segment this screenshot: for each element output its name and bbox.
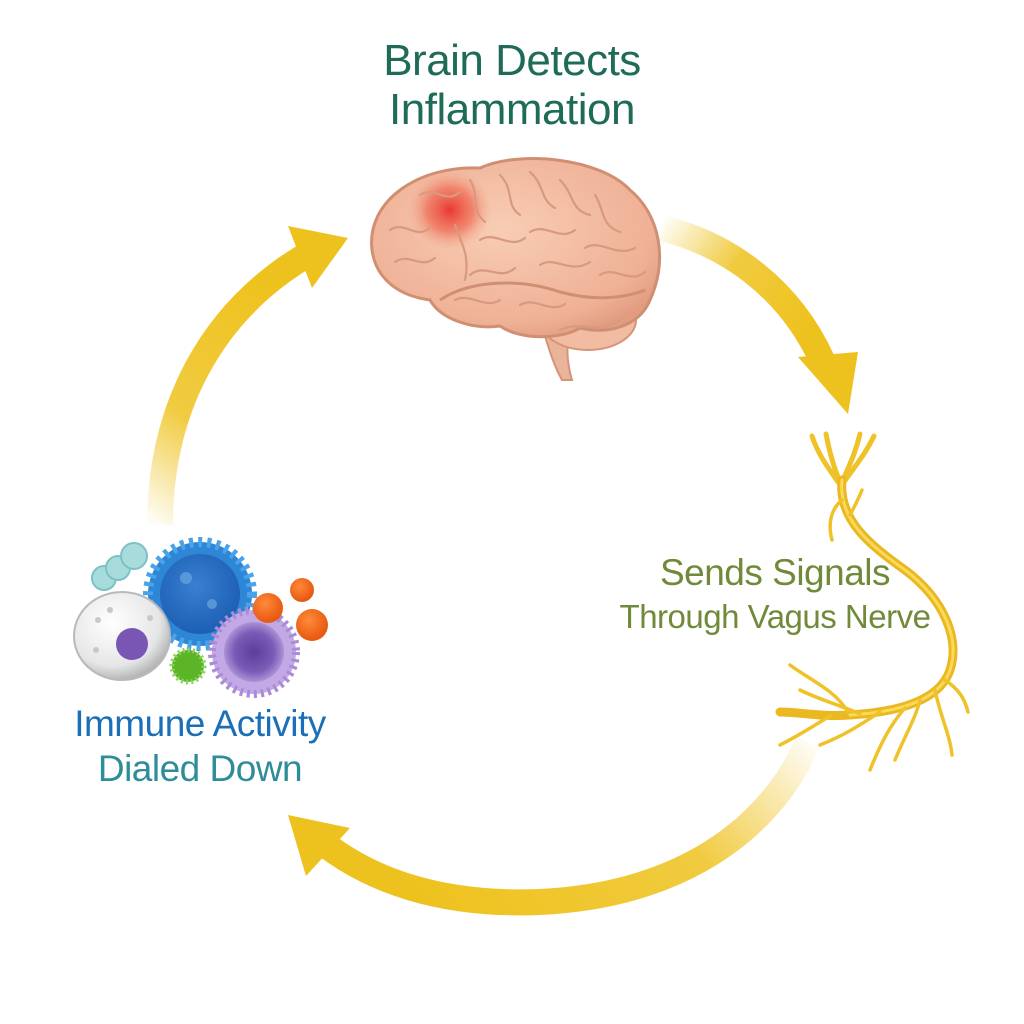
immune-cells-icon [73, 537, 328, 698]
step-brain-title-line1: Brain Detects [383, 36, 641, 85]
step-brain-title-line2: Inflammation [389, 85, 635, 135]
white-cell [73, 591, 171, 681]
orange-cells [253, 578, 328, 641]
arrow-brain-to-vagus [658, 215, 858, 414]
blue-cell [143, 537, 257, 651]
rod-bacteria [91, 542, 148, 591]
step-vagus-title-line1: Sends Signals [659, 552, 891, 593]
step-immune-title-line2: Dialed Down [97, 748, 303, 790]
step-vagus-title-line2: Through Vagus Nerve [619, 598, 931, 636]
step-brain-title: Brain Detects Inflammation [312, 36, 712, 135]
step-immune-title-line1: Immune Activity [74, 703, 326, 744]
step-immune-title: Immune Activity Dialed Down [30, 703, 370, 790]
arrow-immune-to-brain [147, 226, 348, 526]
brain-icon [370, 157, 661, 381]
purple-cell [208, 606, 300, 698]
vagus-nerve-icon [775, 431, 970, 772]
arrow-vagus-to-immune [288, 736, 820, 916]
green-cell [169, 647, 207, 685]
step-vagus-title: Sends Signals Through Vagus Nerve [590, 552, 960, 636]
